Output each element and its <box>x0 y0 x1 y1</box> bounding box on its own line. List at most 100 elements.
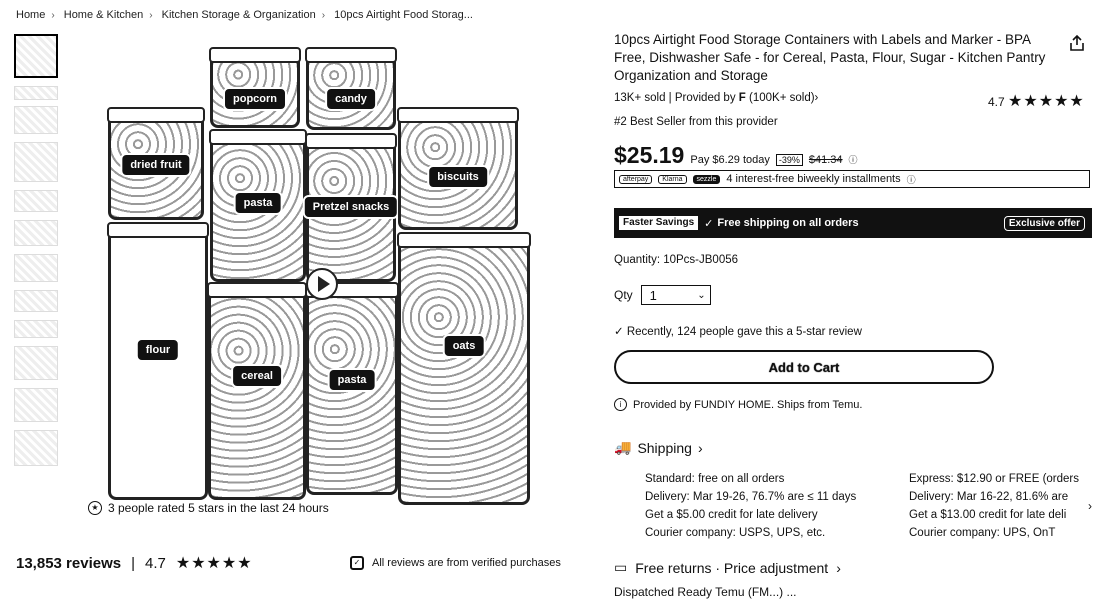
chevron-right-icon[interactable]: › <box>1088 499 1092 513</box>
container-label: flour <box>135 338 181 362</box>
free-shipping-text: Free shipping on all orders <box>717 217 859 229</box>
standard-line-2: Delivery: Mar 19-26, 76.7% are ≤ 11 days <box>645 491 857 503</box>
container-label: candy <box>325 87 377 111</box>
container-label: pasta <box>327 368 377 392</box>
thumbnail-6[interactable] <box>14 220 58 246</box>
bestseller-badge[interactable]: #2 Best Seller <box>614 116 686 128</box>
container-cereal: cereal <box>207 282 307 500</box>
faster-savings-label: Faster Savings <box>619 216 699 230</box>
truck-icon: 🚚 <box>614 439 632 455</box>
faster-savings-banner[interactable]: Faster Savings ✓ Free shipping on all or… <box>614 208 1092 238</box>
container-label: popcorn <box>223 87 287 111</box>
thumbnail-1[interactable] <box>14 34 58 78</box>
returns-icon: ▭ <box>614 559 628 575</box>
chevron-right-icon: › <box>836 559 841 576</box>
express-line-2: Delivery: Mar 16-22, 81.6% are <box>909 491 1069 503</box>
chevron-right-icon: › <box>814 92 819 104</box>
thumbnail-7[interactable] <box>14 254 58 282</box>
chevron-right-icon: › <box>321 10 326 21</box>
provided-by-text: Provided by FUNDIY HOME. Ships from Temu… <box>633 398 863 411</box>
qty-row: Qty 1 ⌄ <box>614 285 711 305</box>
recent-review-note: ✓ Recently, 124 people gave this a 5-sta… <box>614 324 862 338</box>
check-circle-icon: ✓ <box>704 217 714 230</box>
standard-line-3: Get a $5.00 credit for late delivery <box>645 509 818 521</box>
sold-provider: 13K+ sold | Provided by F (100K+ sold)› <box>614 92 818 104</box>
container-flour: flour <box>107 222 209 500</box>
installments-banner[interactable]: afterpay Klarna sezzle 4 interest-free b… <box>614 170 1090 188</box>
thumbnail-4[interactable] <box>14 142 58 182</box>
verified-icon: ✓ <box>350 556 364 570</box>
thumbnail-strip <box>14 34 62 474</box>
container-candy: candy <box>305 47 397 130</box>
breadcrumb-kitchen-storage[interactable]: Kitchen Storage & Organization <box>161 9 316 21</box>
returns-row[interactable]: ▭ Free returns · Price adjustment › <box>614 559 841 576</box>
breadcrumb-home[interactable]: Home <box>16 9 46 21</box>
container-pasta-2: pasta <box>305 282 399 495</box>
quantity-variant: Quantity: 10Pcs-JB0056 <box>614 254 739 266</box>
thumbnail-2[interactable] <box>14 86 58 100</box>
shipping-header[interactable]: 🚚 Shipping › <box>614 439 703 456</box>
discount-badge: -39% <box>775 154 803 166</box>
express-line-4: Courier company: UPS, OnT <box>909 527 1056 539</box>
thumbnail-8[interactable] <box>14 290 58 312</box>
container-pretzel: Pretzel snacks <box>302 133 400 282</box>
divider: | <box>131 554 135 572</box>
sold-text: 13K+ sold | Provided by <box>614 92 736 104</box>
container-biscuits: biscuits <box>397 107 519 230</box>
provided-by-note: i Provided by FUNDIY HOME. Ships from Te… <box>614 398 862 411</box>
breadcrumb-home-kitchen[interactable]: Home & Kitchen <box>63 9 144 21</box>
thumbnail-9[interactable] <box>14 320 58 338</box>
container-pasta-1: pasta <box>209 129 307 282</box>
verified-text: All reviews are from verified purchases <box>372 557 561 569</box>
express-line-1: Express: $12.90 or FREE (orders $ <box>909 473 1081 485</box>
container-oats: oats <box>397 232 531 505</box>
container-popcorn: popcorn <box>209 47 301 128</box>
share-icon[interactable] <box>1068 34 1086 52</box>
thumbnail-11[interactable] <box>14 388 58 422</box>
old-price: $41.34 <box>808 154 843 166</box>
star-badge-icon: ★ <box>88 501 102 515</box>
verified-note: ✓ All reviews are from verified purchase… <box>350 556 561 570</box>
chevron-down-icon: ⌄ <box>697 289 706 301</box>
current-price: $25.19 <box>614 142 685 168</box>
pay-today: Pay $6.29 today <box>690 154 770 166</box>
qty-select[interactable]: 1 ⌄ <box>640 285 711 305</box>
info-icon[interactable]: ⓘ <box>906 174 916 185</box>
stars-icon: ★★★★★ <box>1008 93 1085 110</box>
thumbnail-5[interactable] <box>14 190 58 212</box>
breadcrumb-current: 10pcs Airtight Food Storag... <box>334 9 473 21</box>
provider-sold[interactable]: (100K+ sold) <box>749 92 815 104</box>
thumbnail-3[interactable] <box>14 106 58 134</box>
exclusive-offer-badge: Exclusive offer <box>1003 215 1085 231</box>
installments-text: 4 interest-free biweekly installments <box>726 173 901 185</box>
express-shipping: Express: $12.90 or FREE (orders $ Delive… <box>909 470 1081 542</box>
product-title: 10pcs Airtight Food Storage Containers w… <box>614 32 1046 83</box>
product-main-image[interactable]: popcorn candy dried fruit pasta Pretzel … <box>100 40 540 510</box>
info-icon[interactable]: ⓘ <box>848 155 858 165</box>
add-to-cart-button[interactable]: Add to Cart <box>614 350 994 384</box>
rating-value: 4.7 <box>988 95 1005 109</box>
reviews-rating: 4.7 <box>145 554 166 572</box>
thumbnail-12[interactable] <box>14 430 58 466</box>
container-label: biscuits <box>427 165 489 189</box>
breadcrumb: Home › Home & Kitchen › Kitchen Storage & … <box>16 9 473 21</box>
container-label: cereal <box>231 364 283 388</box>
qty-value: 1 <box>649 287 657 303</box>
sezzle-logo: sezzle <box>692 174 721 184</box>
express-line-3: Get a $13.00 credit for late deli <box>909 509 1067 521</box>
product-rating[interactable]: 4.7 ★★★★★ <box>988 91 1085 111</box>
shipping-title: Shipping <box>637 439 692 456</box>
returns-text: Free returns · Price adjustment <box>635 559 829 576</box>
thumbnail-10[interactable] <box>14 346 58 380</box>
reviews-summary[interactable]: 13,853 reviews | 4.7 ★★★★★ <box>16 553 253 573</box>
provider-logo-icon[interactable]: F <box>738 92 746 104</box>
recent-review-text: Recently, 124 people gave this a 5-star … <box>626 326 862 338</box>
container-label: dried fruit <box>120 153 192 177</box>
recent-ratings-note: ★ 3 people rated 5 stars in the last 24 … <box>84 501 333 515</box>
container-label: pasta <box>233 191 283 215</box>
afterpay-logo: afterpay <box>619 174 653 184</box>
play-video-icon[interactable] <box>306 268 338 300</box>
info-icon: i <box>614 398 627 411</box>
standard-shipping: Standard: free on all orders Delivery: M… <box>645 470 856 542</box>
chevron-right-icon: › <box>51 10 55 21</box>
